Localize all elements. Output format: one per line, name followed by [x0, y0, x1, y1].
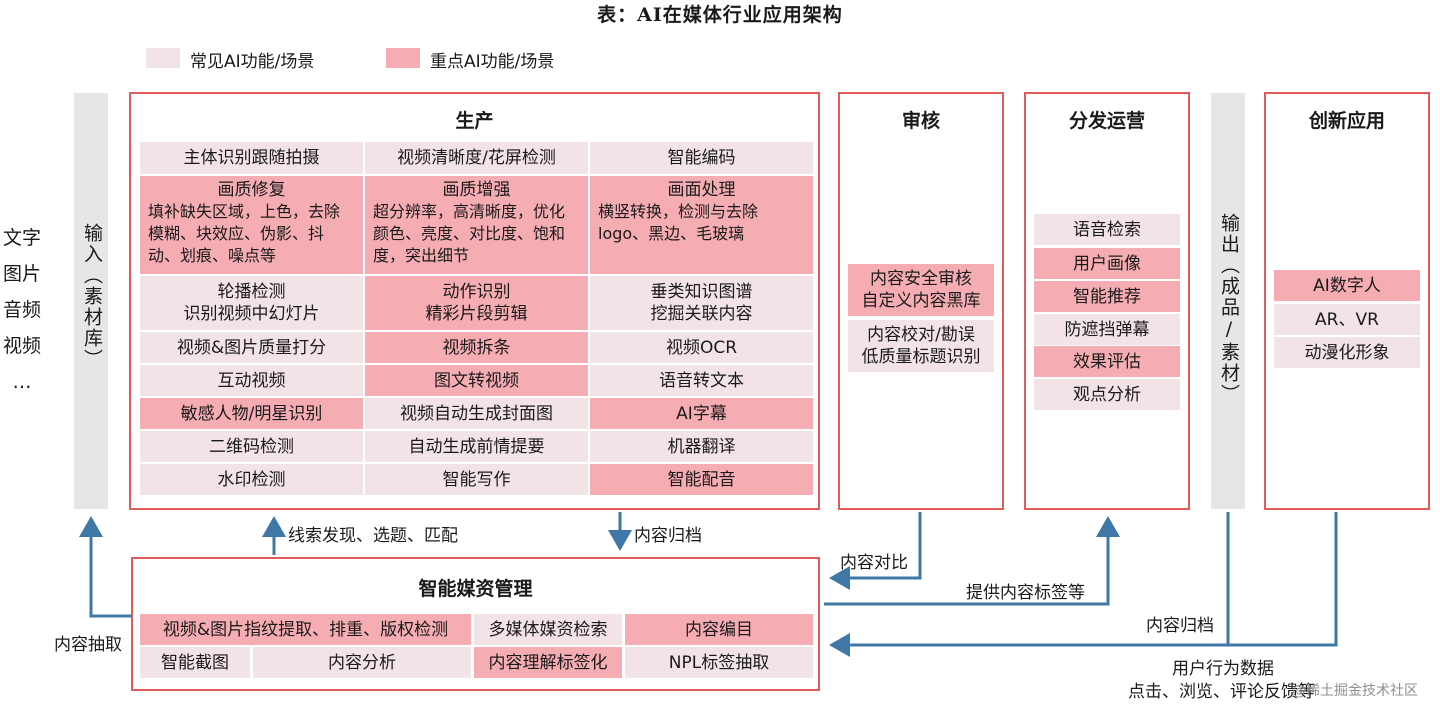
feature-line: 动作识别 — [442, 282, 511, 302]
feature-cell: 视频&图片质量打分 — [140, 332, 363, 363]
feature-cell-key: 智能配音 — [590, 464, 813, 495]
feature-cell-key: AI数字人 — [1274, 270, 1420, 301]
feature-cell: 视频自动生成封面图 — [365, 398, 588, 429]
arrow-user-data — [1228, 512, 1338, 647]
feature-line: 自定义内容黑库 — [861, 291, 981, 311]
feature-detail: 填补缺失区域，上色，去除模糊、块效应、伪影、抖动、划痕、噪点等 — [148, 202, 341, 265]
legend-swatch-common — [146, 48, 180, 68]
feature-cell: 语音转文本 — [590, 365, 813, 396]
feature-cell: 垂类知识图谱 挖掘关联内容 — [590, 276, 813, 330]
input-type: … — [12, 371, 32, 393]
feature-detail: 超分辨率，高清晰度，优化颜色、亮度、对比度、饱和度，突出细节 — [373, 202, 566, 265]
diagram-title: 表：AI在媒体行业应用架构 — [597, 4, 843, 26]
feature-cell-key: 视频拆条 — [365, 332, 588, 363]
flow-label-clue: 线索发现、选题、匹配 — [288, 526, 458, 546]
flow-label-user-data: 用户行为数据 — [1172, 659, 1274, 679]
input-type: 视频 — [2, 335, 41, 357]
feature-cell: 智能截图 — [140, 647, 250, 678]
feature-cell: 机器翻译 — [590, 431, 813, 462]
feature-line: 精彩片段剪辑 — [425, 304, 528, 324]
feature-cell: NPL标签抽取 — [625, 647, 813, 678]
feature-cell: 主体识别跟随拍摄 — [140, 142, 363, 174]
feature-cell-key: 内容编目 — [625, 614, 813, 645]
feature-line: 低质量标题识别 — [861, 347, 981, 367]
feature-cell-key: 内容安全审核 自定义内容黑库 — [848, 264, 994, 316]
feature-cell: 轮播检测 识别视频中幻灯片 — [140, 276, 363, 330]
feature-cell: 多媒体媒资检索 — [474, 614, 622, 645]
input-type: 音频 — [2, 299, 41, 321]
feature-cell-key: 效果评估 — [1034, 346, 1180, 377]
asset-mgmt-title: 智能媒资管理 — [418, 578, 533, 600]
feature-line: 挖掘关联内容 — [650, 304, 753, 324]
feature-cell: 水印检测 — [140, 464, 363, 495]
feature-cell: 防遮挡弹幕 — [1034, 314, 1180, 345]
feature-heading: 画质修复 — [217, 180, 286, 200]
feature-cell: AR、VR — [1274, 304, 1420, 335]
flow-label-archive: 内容归档 — [634, 526, 702, 546]
feature-line: 识别视频中幻灯片 — [183, 304, 320, 324]
innovation-box: 创新应用 — [1264, 92, 1430, 510]
legend-label-common: 常见AI功能/场景 — [190, 52, 315, 72]
distribution-title: 分发运营 — [1068, 110, 1145, 132]
input-type: 文字 — [2, 227, 41, 249]
feature-cell-key: 智能推荐 — [1034, 281, 1180, 312]
feature-line: 内容安全审核 — [870, 269, 972, 289]
feature-heading: 画面处理 — [667, 180, 736, 200]
feature-heading: 画质增强 — [442, 180, 511, 200]
feature-cell: 内容分析 — [253, 647, 471, 678]
feature-cell-key: 图文转视频 — [365, 365, 588, 396]
feature-detail: 横竖转换，检测与去除logo、黑边、毛玻璃 — [598, 202, 759, 243]
legend-label-key: 重点AI功能/场景 — [430, 52, 555, 72]
feature-cell-key: 画质增强 超分辨率，高清晰度，优化颜色、亮度、对比度、饱和度，突出细节 — [365, 176, 588, 274]
feature-line: 内容校对/勘误 — [867, 325, 975, 345]
input-column-label: 输入（素材库） — [81, 223, 103, 370]
feature-cell: 互动视频 — [140, 365, 363, 396]
watermark: @稀土掘金技术社区 — [1292, 683, 1418, 699]
innovation-title: 创新应用 — [1308, 110, 1385, 132]
feature-line: 轮播检测 — [217, 282, 286, 302]
flow-label-user-data-detail: 点击、浏览、评论反馈等 — [1128, 682, 1315, 702]
feature-cell: 内容校对/勘误 低质量标题识别 — [848, 320, 994, 372]
feature-cell: 动漫化形象 — [1274, 337, 1420, 368]
feature-cell: 观点分析 — [1034, 379, 1180, 410]
feature-cell: 智能写作 — [365, 464, 588, 495]
output-column-label: 输出（成品/素材） — [1218, 213, 1240, 405]
feature-cell: 视频清晰度/花屏检测 — [365, 142, 588, 174]
flow-label-tags: 提供内容标签等 — [966, 583, 1085, 603]
output-column: 输出（成品/素材） — [1211, 93, 1245, 509]
feature-cell: 二维码检测 — [140, 431, 363, 462]
flow-label-compare: 内容对比 — [840, 553, 908, 573]
feature-cell-key: AI字幕 — [590, 398, 813, 429]
feature-cell: 视频OCR — [590, 332, 813, 363]
input-types-list: 文字 图片 音频 视频 … — [0, 220, 44, 400]
input-type: 图片 — [2, 263, 41, 285]
feature-cell-key: 动作识别 精彩片段剪辑 — [365, 276, 588, 330]
arrow-tags-line — [824, 555, 1110, 606]
arrow-compare — [829, 512, 922, 590]
flow-label-archive-output: 内容归档 — [1146, 616, 1214, 636]
feature-cell-key: 画面处理 横竖转换，检测与去除logo、黑边、毛玻璃 — [590, 176, 813, 274]
flow-label-extract: 内容抽取 — [54, 635, 122, 655]
feature-cell-key: 用户画像 — [1034, 248, 1180, 279]
feature-cell-key: 敏感人物/明星识别 — [140, 398, 363, 429]
production-title: 生产 — [455, 110, 494, 132]
feature-cell: 语音检索 — [1034, 214, 1180, 245]
legend-swatch-key — [386, 48, 420, 68]
review-title: 审核 — [901, 110, 940, 132]
feature-cell-key: 画质修复 填补缺失区域，上色，去除模糊、块效应、伪影、抖动、划痕、噪点等 — [140, 176, 363, 274]
arrow-extract — [79, 516, 131, 618]
feature-cell: 自动生成前情提要 — [365, 431, 588, 462]
input-column: 输入（素材库） — [74, 93, 108, 509]
feature-cell: 智能编码 — [590, 142, 813, 174]
feature-line: 垂类知识图谱 — [650, 282, 753, 302]
feature-cell-key: 视频&图片指纹提取、排重、版权检测 — [140, 614, 471, 645]
feature-cell-key: 内容理解标签化 — [474, 647, 622, 678]
